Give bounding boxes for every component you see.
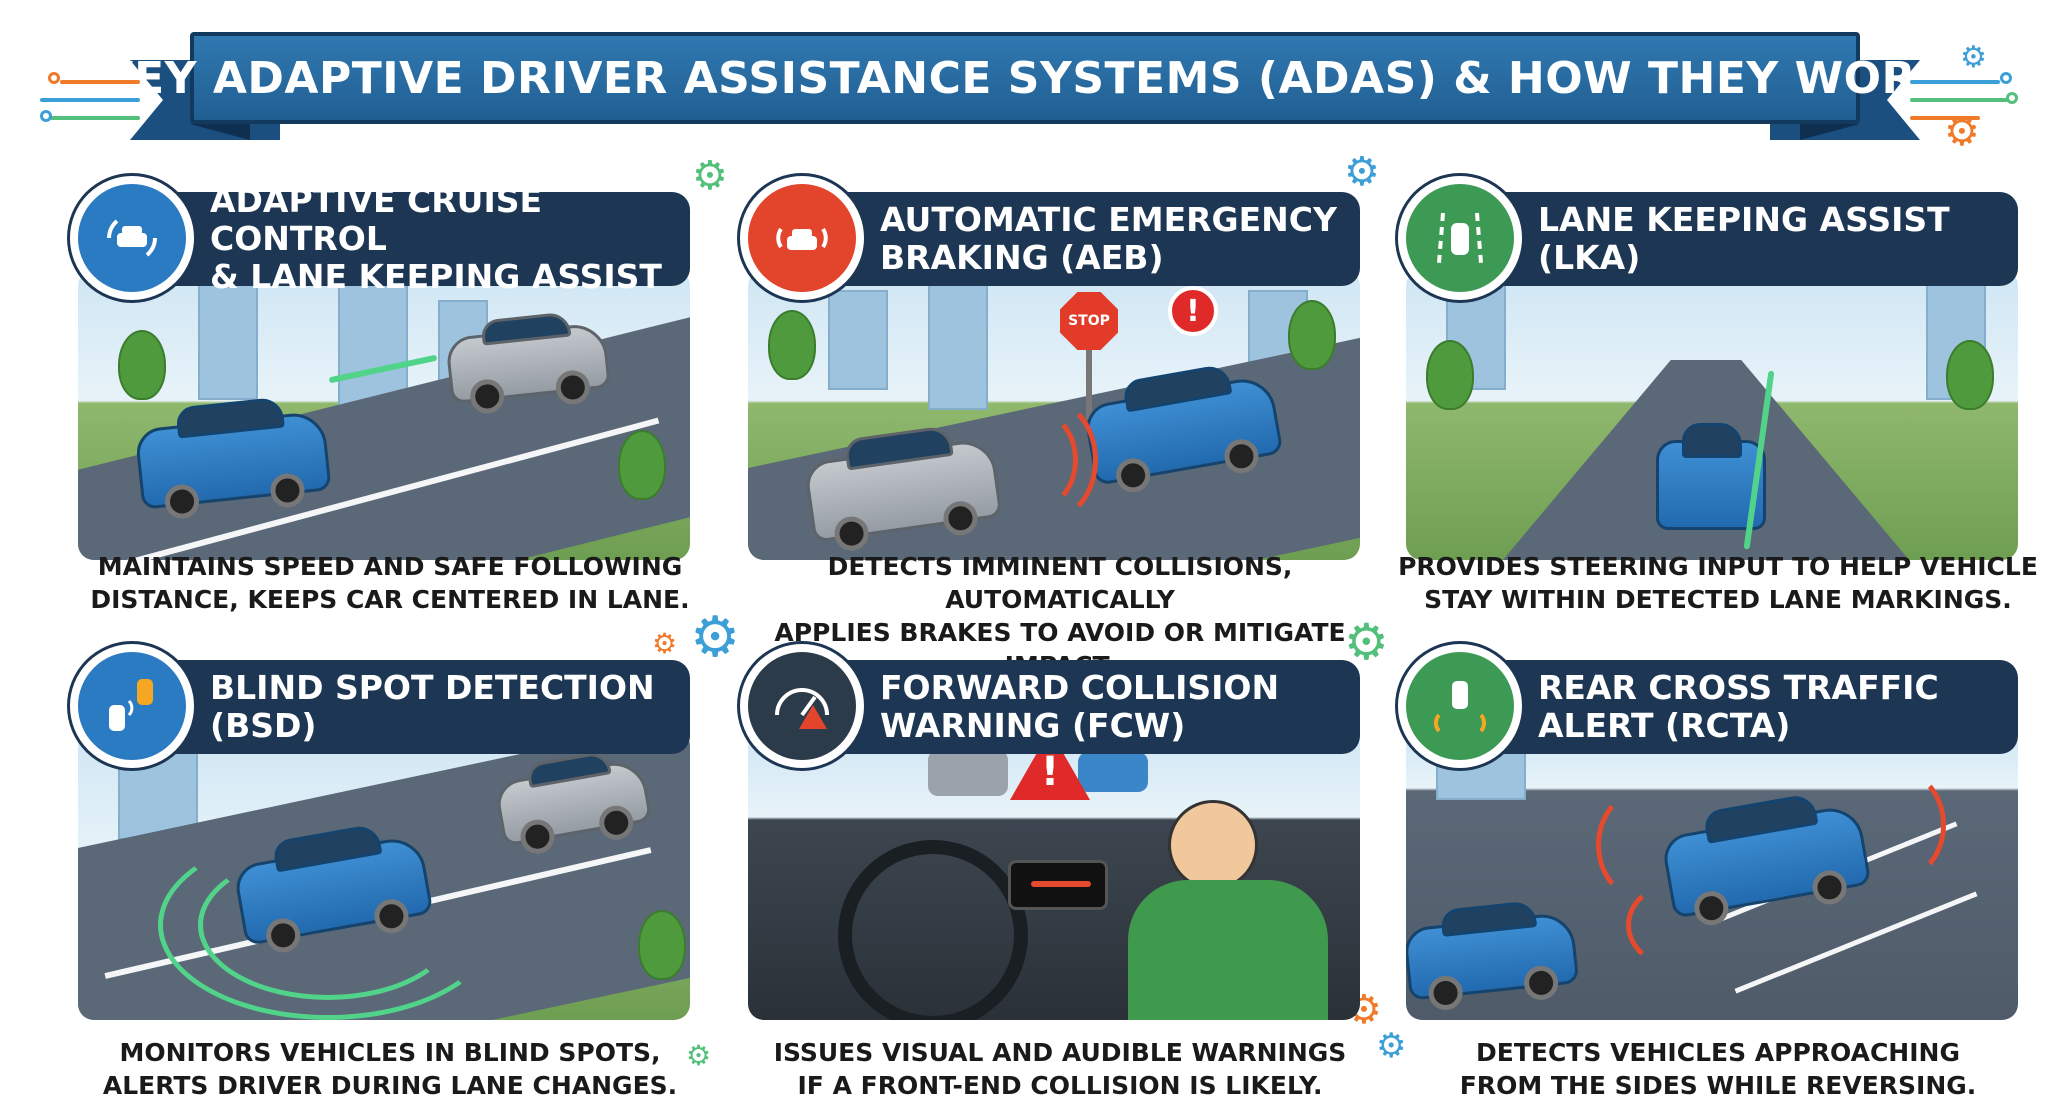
card-rear-cross-traffic: REAR CROSS TRAFFIC ALERT (RCTA) DETECTS … [1398, 620, 2018, 1117]
card-description: MONITORS VEHICLES IN BLIND SPOTS, ALERTS… [102, 1038, 678, 1100]
dash-display [1008, 860, 1108, 910]
card-blind-spot: BLIND SPOT DETECTION (BSD) MONITORS VEHI… [70, 620, 690, 1117]
rear-cross-traffic-icon [1434, 681, 1486, 733]
gear-icon: ⚙ [690, 605, 741, 670]
scene-blind-spot [78, 730, 690, 1020]
cruise-control-car-icon [107, 219, 157, 257]
card-title: LANE KEEPING ASSIST (LKA) [1538, 200, 1950, 277]
badge-cruise-control [70, 176, 194, 300]
stop-sign: STOP [1060, 292, 1118, 350]
circuit-deco-right [1910, 70, 2020, 130]
scene-lane-road [1406, 270, 2018, 560]
card-title: REAR CROSS TRAFFIC ALERT (RCTA) [1538, 668, 1939, 745]
circuit-deco-left [40, 70, 140, 130]
emergency-braking-icon [776, 227, 828, 250]
card-lane-keeping: LANE KEEPING ASSIST (LKA) PROVIDES STEER… [1398, 150, 2038, 650]
card-description: PROVIDES STEERING INPUT TO HELP VEHICLE … [1398, 552, 2038, 614]
gear-icon: ⚙ [1960, 40, 1987, 75]
scene-braking: STOP ! [748, 270, 1360, 560]
card-header: AUTOMATIC EMERGENCY BRAKING (AEB) [796, 192, 1360, 286]
banner-plate: KEY ADAPTIVE DRIVER ASSISTANCE SYSTEMS (… [100, 32, 1950, 124]
title-banner: KEY ADAPTIVE DRIVER ASSISTANCE SYSTEMS (… [100, 26, 1950, 144]
car-follower [134, 396, 332, 521]
badge-blind-spot [70, 644, 194, 768]
scene-parking-lot [1406, 730, 2018, 1020]
card-header: REAR CROSS TRAFFIC ALERT (RCTA) [1454, 660, 2018, 754]
steering-wheel [838, 840, 1028, 1020]
blind-spot-icon [109, 679, 153, 731]
card-header: FORWARD COLLISION WARNING (FCW) [796, 660, 1360, 754]
card-forward-collision: ! FORWARD COLLISION WARNING (FCW) ISSUES… [740, 620, 1360, 1117]
card-description: ISSUES VISUAL AND AUDIBLE WARNINGS IF A … [773, 1038, 1347, 1100]
card-emergency-braking: STOP ! AUTOMATIC EMERGENCY BRAKING (AEB)… [740, 150, 1360, 680]
card-header: LANE KEEPING ASSIST (LKA) [1454, 192, 2018, 286]
car-approaching [1406, 899, 1580, 1012]
scene-highway [78, 270, 690, 560]
alert-icon: ! [1168, 286, 1218, 336]
badge-forward-collision [740, 644, 864, 768]
card-title: BLIND SPOT DETECTION (BSD) [210, 668, 655, 745]
gear-icon: ⚙ [692, 153, 728, 199]
card-header: BLIND SPOT DETECTION (BSD) [126, 660, 690, 754]
gear-icon: ⚙ [1344, 613, 1389, 671]
lane-keeping-icon [1437, 212, 1483, 264]
page-title: KEY ADAPTIVE DRIVER ASSISTANCE SYSTEMS (… [99, 52, 1951, 104]
gear-icon: ⚙ [686, 1039, 712, 1072]
radar-wave [1596, 790, 1686, 900]
gear-icon: ⚙ [1344, 149, 1380, 195]
scene-cockpit: ! [748, 730, 1360, 1020]
card-title: AUTOMATIC EMERGENCY BRAKING (AEB) [880, 200, 1337, 277]
badge-rear-cross-traffic [1398, 644, 1522, 768]
badge-lane-keeping [1398, 176, 1522, 300]
radar-wave [1626, 880, 1736, 970]
radar-wave [1856, 770, 1946, 880]
gear-icon: ⚙ [1376, 1026, 1407, 1066]
card-adaptive-cruise-control: ADAPTIVE CRUISE CONTROL & LANE KEEPING A… [70, 150, 690, 650]
badge-emergency-braking [740, 176, 864, 300]
card-description: DETECTS VEHICLES APPROACHING FROM THE SI… [1459, 1038, 1977, 1100]
collision-warning-gauge-icon [775, 688, 829, 729]
radar-wave [198, 850, 458, 1000]
driver [1168, 800, 1258, 890]
gear-icon: ⚙ [1944, 109, 1980, 155]
card-header: ADAPTIVE CRUISE CONTROL & LANE KEEPING A… [126, 182, 690, 296]
card-title: FORWARD COLLISION WARNING (FCW) [880, 668, 1280, 745]
card-title: ADAPTIVE CRUISE CONTROL & LANE KEEPING A… [210, 181, 662, 296]
radar-wave [988, 395, 1098, 525]
gear-icon: ⚙ [652, 627, 678, 660]
card-description: MAINTAINS SPEED AND SAFE FOLLOWING DISTA… [90, 552, 690, 614]
radar-wave [158, 830, 498, 1020]
